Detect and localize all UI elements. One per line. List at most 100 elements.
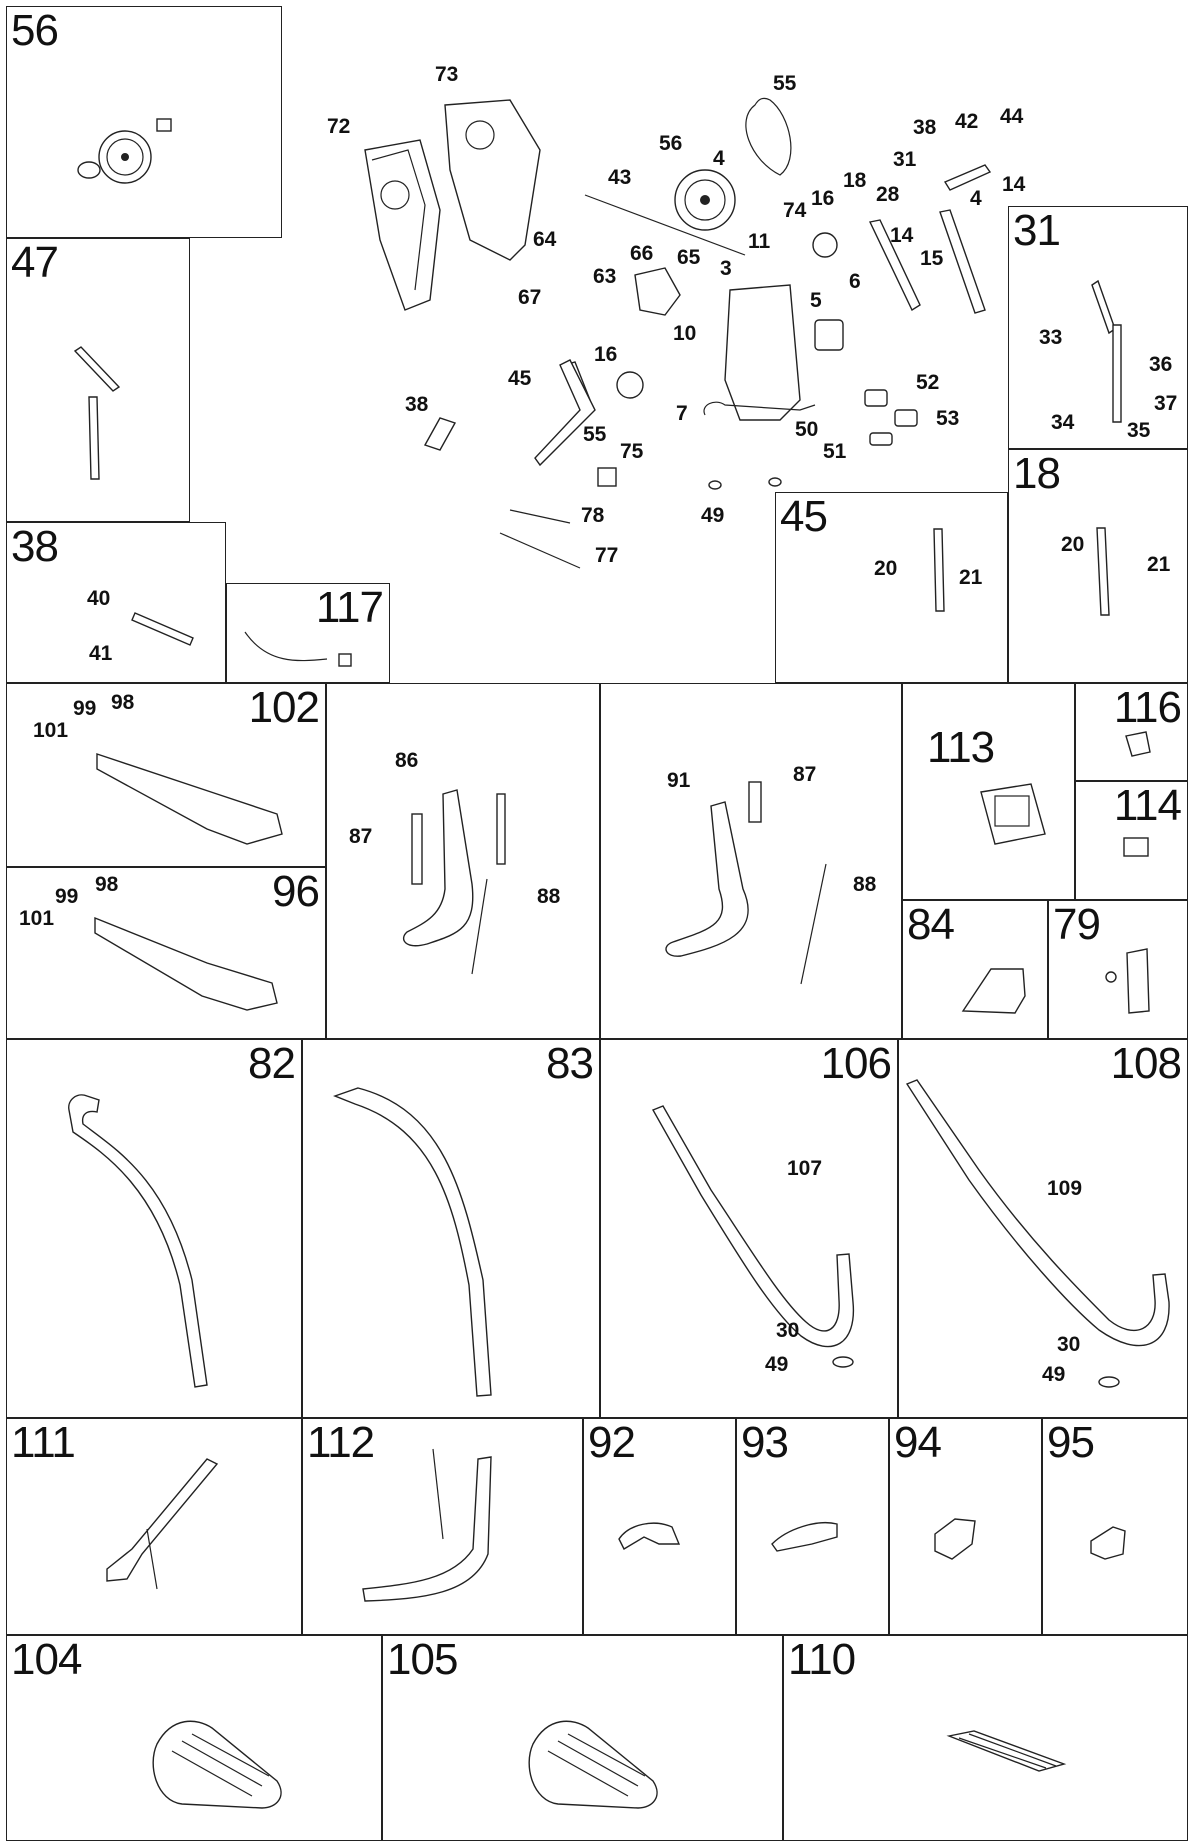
callout-42: 42 [955, 110, 979, 133]
callout-5: 5 [810, 289, 822, 312]
panel-112-title: 112 [307, 1418, 375, 1467]
arm-47-drawing [73, 346, 121, 480]
cable-117-drawing [244, 631, 352, 667]
callout-11: 11 [748, 230, 771, 253]
callout-86: 86 [395, 749, 419, 772]
clamp-95-drawing [1090, 1526, 1126, 1560]
console-113-drawing [980, 783, 1046, 845]
panel-113-title: 113 [927, 723, 995, 772]
panel-56-title: 56 [11, 6, 59, 55]
panel-114: 114 [1075, 781, 1188, 900]
panel-94-title: 94 [894, 1418, 942, 1467]
callout-73: 73 [435, 63, 459, 86]
panel-38: 38 40 41 [6, 522, 226, 683]
callout-74: 74 [783, 199, 807, 222]
callout-99: 99 [73, 697, 97, 720]
pedal-arm-96-drawing [94, 916, 278, 1011]
callout-53: 53 [936, 407, 960, 430]
callout-4: 4 [713, 147, 725, 170]
panel-96-title: 96 [272, 867, 320, 916]
callout-49c: 49 [1042, 1363, 1066, 1386]
panel-84-title: 84 [907, 900, 955, 949]
panel-95: 95 [1042, 1418, 1188, 1635]
pedal-arm-102-drawing [96, 753, 283, 845]
callout-21b: 21 [959, 566, 983, 589]
callout-72: 72 [327, 115, 351, 138]
grip-pad-110-drawing [946, 1730, 1067, 1772]
callout-66: 66 [630, 242, 654, 265]
panel-110-title: 110 [788, 1635, 856, 1684]
callout-18: 18 [843, 169, 867, 192]
panel-92-title: 92 [588, 1418, 636, 1467]
callout-98b: 98 [95, 873, 119, 896]
callout-56: 56 [659, 132, 683, 155]
panel-83: 83 [302, 1039, 600, 1418]
callout-101: 101 [33, 719, 69, 742]
part-116-drawing [1125, 731, 1151, 757]
panel-112: 112 [302, 1418, 583, 1635]
callout-63: 63 [593, 265, 617, 288]
link-38-drawing [131, 612, 194, 646]
flywheel-drawing [77, 118, 172, 184]
callout-88: 88 [537, 885, 561, 908]
callout-43: 43 [608, 166, 632, 189]
callout-4b: 4 [970, 187, 982, 210]
callout-44: 44 [1000, 105, 1024, 128]
callout-10: 10 [673, 322, 697, 345]
panel-82: 82 [6, 1039, 302, 1418]
callout-49b: 49 [765, 1353, 789, 1376]
panel-114-title: 114 [1113, 781, 1182, 830]
panel-111-title: 111 [11, 1418, 76, 1467]
callout-30b: 30 [1057, 1333, 1081, 1356]
panel-18: 18 20 21 [1008, 449, 1188, 683]
handlebar-83-drawing [333, 1087, 492, 1397]
panel-45: 45 20 21 [775, 492, 1008, 683]
clamp-93-drawing [771, 1522, 838, 1552]
callout-87: 87 [349, 825, 373, 848]
callout-3: 3 [720, 257, 732, 280]
callout-55: 55 [773, 72, 797, 95]
panel-116: 116 [1075, 683, 1188, 781]
handlebar-108-drawing [905, 1079, 1170, 1388]
panel-108: 108 109 30 49 [898, 1039, 1188, 1418]
callout-55b: 55 [583, 423, 607, 446]
callout-28: 28 [876, 183, 900, 206]
callout-37: 37 [1154, 392, 1178, 415]
panel-18-title: 18 [1013, 449, 1061, 498]
callout-34: 34 [1051, 411, 1075, 434]
callout-16b: 16 [594, 343, 618, 366]
panel-47: 47 [6, 238, 190, 522]
callout-107: 107 [787, 1157, 823, 1180]
pedal-104-drawing [152, 1720, 282, 1809]
panel-96: 96 99 98 101 [6, 867, 326, 1039]
panel-handlebar-right: 91 87 88 [600, 683, 902, 1039]
callout-109: 109 [1047, 1177, 1083, 1200]
panel-31: 31 33 36 37 34 35 [1008, 206, 1188, 449]
callout-75: 75 [620, 440, 644, 463]
panel-79: 79 [1048, 900, 1188, 1039]
handlebar-82-drawing [68, 1094, 208, 1388]
panel-82-title: 82 [248, 1039, 296, 1088]
panel-92: 92 [583, 1418, 736, 1635]
panel-102: 102 99 98 101 [6, 683, 326, 867]
panel-113: 113 [902, 683, 1075, 900]
callout-20b: 20 [874, 557, 898, 580]
panel-93: 93 [736, 1418, 889, 1635]
callout-50: 50 [795, 418, 819, 441]
arm-31-drawing [1091, 279, 1122, 423]
panel-105: 105 [382, 1635, 783, 1841]
callout-78: 78 [581, 504, 605, 527]
clamp-94-drawing [934, 1518, 976, 1560]
callout-45: 45 [508, 367, 532, 390]
callout-91: 91 [667, 769, 691, 792]
panel-106: 106 107 30 49 [600, 1039, 898, 1418]
callout-36: 36 [1149, 353, 1173, 376]
frame-112-drawing [362, 1448, 492, 1602]
callout-30: 30 [776, 1319, 800, 1342]
callout-77: 77 [595, 544, 619, 567]
panel-106-title: 106 [820, 1039, 892, 1088]
panel-95-title: 95 [1047, 1418, 1095, 1467]
callout-51: 51 [823, 440, 847, 463]
callout-20: 20 [1061, 533, 1085, 556]
